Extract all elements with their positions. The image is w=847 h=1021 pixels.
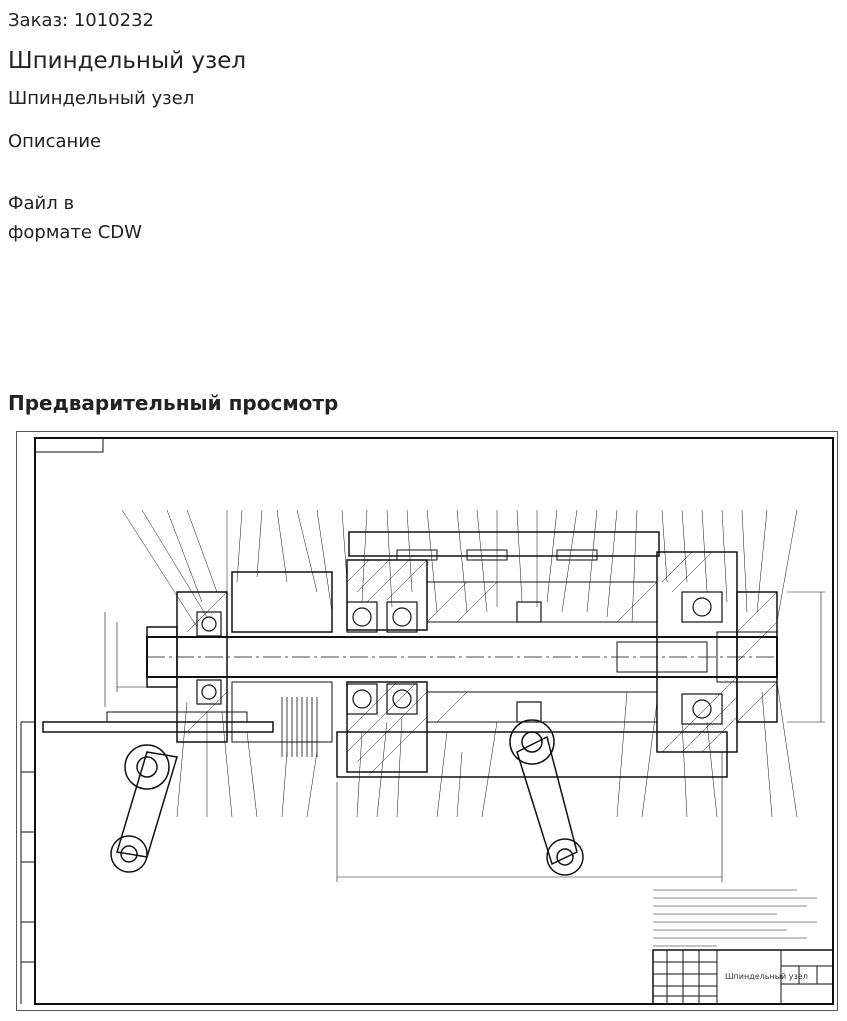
file-format-line-1: Файл в (8, 193, 75, 214)
preview-heading: Предварительный просмотр (8, 391, 339, 415)
title-block-name: Шпиндельный узел (725, 972, 808, 981)
page-title: Шпиндельный узел (8, 48, 247, 74)
file-format-line-2: формате CDW (8, 222, 142, 243)
drawing-preview[interactable]: Шпиндельный узел (16, 431, 838, 1011)
order-number: Заказ: 1010232 (8, 10, 154, 31)
sheet-border (34, 437, 834, 1005)
page-subtitle: Шпиндельный узел (8, 88, 195, 109)
description-label: Описание (8, 131, 102, 152)
drawing-title-block: Шпиндельный узел (652, 949, 834, 1005)
sheet-corner-box (34, 437, 104, 453)
technical-drawing: Шпиндельный узел (20, 437, 834, 1005)
